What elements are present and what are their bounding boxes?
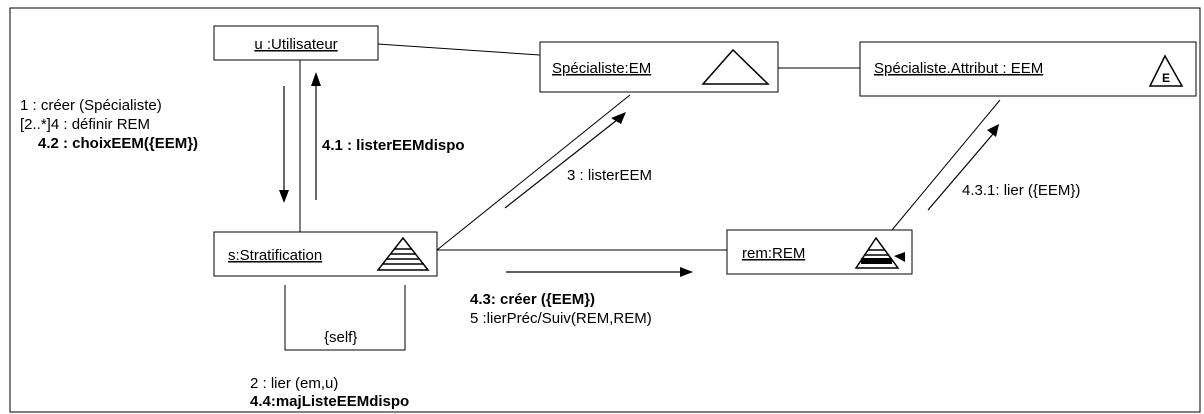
- diagram-frame: [9, 7, 1201, 413]
- msg-maj-liste: 4.4:majListeEEMdispo: [250, 393, 409, 410]
- stratification-icon: [376, 236, 430, 271]
- arrow-listerEEM: [504, 119, 618, 209]
- rem-label: rem:REM: [742, 245, 805, 262]
- arrow-lier: [927, 133, 994, 211]
- msg-lier-em-u: 2 : lier (em,u): [250, 375, 338, 392]
- stratification-label: s:Stratification: [228, 247, 322, 264]
- msg-lier-prec-suiv: 5 :lierPréc/Suiv(REM,REM): [470, 310, 652, 327]
- utilisateur-label: u :Utilisateur: [254, 36, 337, 53]
- object-utilisateur: u :Utilisateur: [213, 25, 379, 61]
- object-attribut: Spécialiste.Attribut : EEM E: [859, 41, 1197, 97]
- specialiste-label: Spécialiste:EM: [552, 60, 651, 77]
- msg-creer-eem: 4.3: créer ({EEM}): [470, 291, 595, 308]
- links: [284, 43, 1001, 351]
- self-link: [284, 285, 406, 351]
- object-stratification: s:Stratification: [213, 231, 438, 277]
- msg-lister-eem-dispo: 4.1 : listerEEMdispo: [322, 137, 465, 154]
- entity-icon-letter: E: [1162, 71, 1170, 85]
- msg-lister-eem: 3 : listerEEM: [567, 167, 652, 184]
- self-label: {self}: [324, 329, 357, 346]
- object-rem: rem:REM: [726, 229, 913, 275]
- object-specialiste: Spécialiste:EM: [539, 41, 779, 93]
- attribut-label: Spécialiste.Attribut : EEM: [874, 60, 1043, 77]
- msg-choix-eem: 4.2 : choixEEM({EEM}): [38, 135, 198, 152]
- msg-creer-specialiste: 1 : créer (Spécialiste): [20, 97, 162, 114]
- message-arrows: [283, 82, 994, 273]
- msg-lier-eem: 4.3.1: lier ({EEM}): [962, 182, 1080, 199]
- link-utilisateur-specialiste: [377, 43, 541, 56]
- arrowheads: [279, 72, 999, 277]
- entity-triangle-icon: E: [1148, 54, 1184, 87]
- link-rem-attribut: [891, 99, 1001, 231]
- link-stratification-specialiste: [436, 94, 631, 251]
- msg-definir-rem: [2..*]4 : définir REM: [20, 116, 150, 133]
- triangle-icon: [701, 48, 770, 85]
- rem-icon: [854, 236, 905, 269]
